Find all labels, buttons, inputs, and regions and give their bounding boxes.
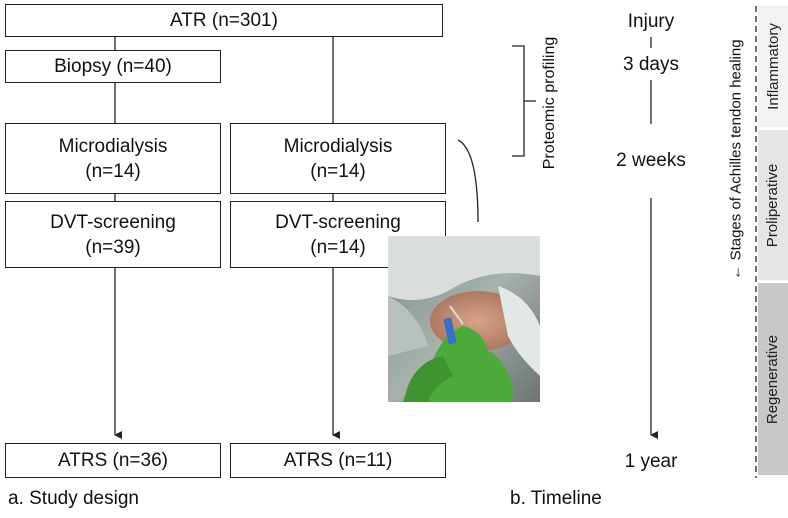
box-microdialysis-right-line1: Microdialysis [283,135,393,157]
proteomic-bracket [512,45,536,157]
box-atr-total: ATR (n=301) [5,4,443,37]
stage-regenerative-label: Regenerative [764,334,782,424]
timeline-1-year: 1 year [624,451,678,472]
box-microdialysis-left-line1: Microdialysis [58,135,168,157]
stage-proliferative-label: Proliperative [764,163,782,247]
timeline-3-days: 3 days [623,54,679,75]
caption-timeline: b. Timeline [510,488,602,509]
stage-inflammatory: Inflammatory [758,6,788,127]
box-microdialysis-right: Microdialysis (n=14) [230,123,446,194]
box-atrs-left: ATRS (n=36) [5,443,221,478]
timeline-injury: Injury [627,11,675,32]
box-atrs-right: ATRS (n=11) [230,443,446,478]
caption-study-design: a. Study design [8,488,139,509]
proteomic-profiling-label: Proteomic profiling [541,36,558,170]
box-biopsy: Biopsy (n=40) [5,50,221,83]
box-dvt-left-line2: (n=39) [85,236,141,258]
microdialysis-photo [388,236,540,402]
box-dvt-left: DVT-screening (n=39) [5,201,221,268]
box-dvt-left-line1: DVT-screening [50,211,176,233]
timeline-2-weeks: 2 weeks [616,150,686,171]
box-microdialysis-left-line2: (n=14) [85,160,141,182]
photo-pointer-curve [457,139,479,223]
box-dvt-right-line2: (n=14) [310,236,366,258]
box-dvt-right-line1: DVT-screening [275,211,401,233]
stages-axis-label: ← Stages of Achilles tendon healing [727,39,745,280]
stage-proliferative: Proliperative [758,130,788,280]
box-microdialysis-right-line2: (n=14) [310,160,366,182]
stage-regenerative: Regenerative [758,283,788,475]
box-microdialysis-left: Microdialysis (n=14) [5,123,221,194]
stage-inflammatory-label: Inflammatory [764,23,782,110]
